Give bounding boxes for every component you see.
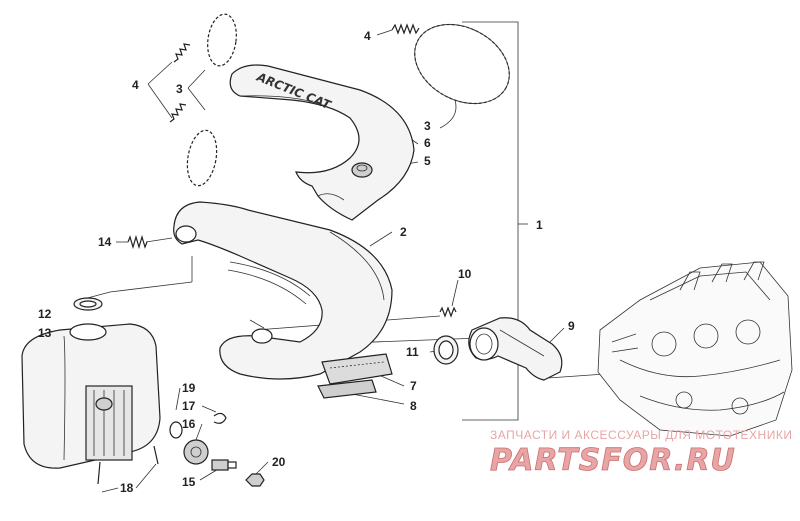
callout-3: 3 bbox=[424, 119, 431, 133]
callout-9: 9 bbox=[568, 319, 575, 333]
callout-1: 1 bbox=[536, 218, 543, 232]
spring-band-lower-left bbox=[186, 129, 218, 187]
watermark-brand: PARTSFOR.RU bbox=[490, 443, 736, 478]
spring-10 bbox=[439, 306, 457, 318]
callout-5: 5 bbox=[424, 154, 431, 168]
spring-4-left-lower bbox=[169, 103, 187, 123]
expansion-chamber bbox=[173, 201, 393, 380]
callout-12: 12 bbox=[38, 307, 52, 321]
chamber-pad-8 bbox=[317, 379, 377, 399]
grommet-5 bbox=[351, 162, 373, 178]
callout-7: 7 bbox=[410, 379, 417, 393]
callout-17: 17 bbox=[182, 399, 196, 413]
callout-4: 4 bbox=[364, 29, 371, 43]
callout-11: 11 bbox=[406, 345, 419, 359]
watermark-tagline: ЗАПЧАСТИ И АКСЕССУАРЫ ДЛЯ МОТОТЕХНИКИ bbox=[490, 428, 792, 442]
callout-4: 4 bbox=[132, 78, 139, 92]
watermark: ЗАПЧАСТИ И АКСЕССУАРЫ ДЛЯ МОТОТЕХНИКИ PA… bbox=[490, 428, 792, 478]
bolt-15 bbox=[211, 459, 237, 471]
callout-15: 15 bbox=[182, 475, 196, 489]
grommet-16 bbox=[183, 439, 209, 465]
callout-16: 16 bbox=[182, 417, 196, 431]
heat-shield: ARCTIC CAT bbox=[229, 64, 415, 221]
spring-4-top bbox=[391, 23, 420, 35]
seal-11 bbox=[433, 335, 459, 365]
spring-band-upper-left bbox=[207, 13, 237, 67]
chamber-shield-7 bbox=[321, 353, 393, 385]
callout-6: 6 bbox=[424, 136, 431, 150]
washer-19 bbox=[169, 421, 183, 439]
callout-19: 19 bbox=[182, 381, 196, 395]
callout-2: 2 bbox=[400, 225, 407, 239]
silencer bbox=[21, 323, 161, 485]
callout-20: 20 bbox=[272, 455, 286, 469]
engine-block bbox=[597, 261, 793, 437]
callout-8: 8 bbox=[410, 399, 417, 413]
spring-4-left-upper bbox=[173, 43, 191, 63]
spring-band-top-right bbox=[414, 23, 510, 105]
clip-17 bbox=[213, 412, 227, 424]
callout-13: 13 bbox=[38, 326, 52, 340]
exhaust-manifold bbox=[468, 317, 563, 381]
callout-3: 3 bbox=[176, 82, 183, 96]
callout-10: 10 bbox=[458, 267, 472, 281]
spring-14 bbox=[127, 234, 148, 250]
callout-18: 18 bbox=[120, 481, 134, 495]
nut-20 bbox=[245, 473, 265, 487]
grommet-12 bbox=[73, 297, 103, 311]
callout-labels: 1 2 3 3 4 4 5 6 7 8 9 10 11 12 13 14 15 … bbox=[38, 29, 575, 495]
callout-14: 14 bbox=[98, 235, 112, 249]
